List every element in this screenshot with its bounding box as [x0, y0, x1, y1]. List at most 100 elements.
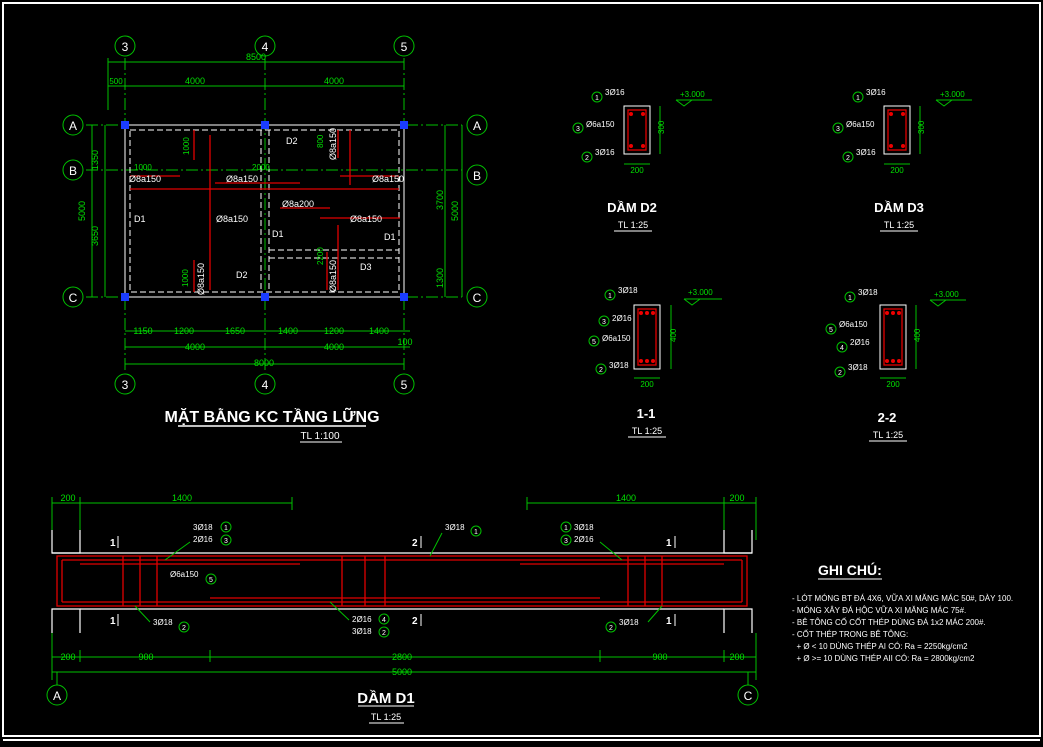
svg-text:3Ø18: 3Ø18 — [153, 618, 173, 627]
svg-text:C: C — [744, 689, 753, 703]
beam-label: D2 — [236, 270, 248, 280]
note-line: + Ø >= 10 DÙNG THÉP AII CÓ: Ra = 2800kg/… — [792, 654, 975, 663]
rebar-label: Ø8a150 — [196, 263, 206, 295]
section-d2-title: DẦM D2 — [607, 200, 657, 215]
section-2-2-elev: +3.000 — [934, 290, 959, 299]
svg-text:5000: 5000 — [392, 667, 412, 677]
svg-text:2: 2 — [382, 630, 386, 637]
section-d3: 1 3Ø16 3 Ø6a150 2 3Ø16 300 200 +3.000 DẦ… — [832, 88, 972, 232]
section-2-2-stirrup: Ø6a150 — [839, 320, 868, 329]
grid-bubble-B-right: B — [466, 164, 488, 186]
grid-bubble-C-left: C — [62, 286, 84, 308]
svg-text:200: 200 — [640, 380, 654, 389]
svg-text:1: 1 — [224, 525, 228, 532]
rebar-label: Ø8a150 — [328, 260, 338, 292]
cut-mark-1: 1 — [110, 538, 116, 549]
plan-scale: TL 1:100 — [300, 431, 340, 442]
svg-text:A: A — [53, 689, 61, 703]
svg-text:900: 900 — [652, 652, 667, 662]
cut-mark-1-right: 1 — [666, 538, 672, 549]
svg-text:B: B — [473, 169, 481, 183]
beam-label: D1 — [384, 232, 396, 242]
svg-text:A: A — [69, 119, 77, 133]
svg-text:C: C — [473, 291, 482, 305]
general-notes: GHI CHÚ: - LÓT MÓNG BT ĐÁ 4X6, VỮA XI MĂ… — [792, 561, 1013, 663]
svg-text:1400: 1400 — [616, 493, 636, 503]
grid-bubble-C-right: C — [466, 286, 488, 308]
svg-text:1: 1 — [564, 525, 568, 532]
dim-label: 1300 — [435, 268, 445, 288]
svg-text:3: 3 — [122, 378, 129, 392]
svg-text:200: 200 — [630, 166, 644, 175]
svg-text:5: 5 — [829, 327, 833, 334]
cut-mark-1: 1 — [110, 616, 116, 627]
section-2-2-top: 3Ø18 — [858, 288, 878, 297]
svg-text:3Ø18: 3Ø18 — [352, 627, 372, 636]
svg-text:A: A — [473, 119, 481, 133]
svg-text:2Ø16: 2Ø16 — [574, 535, 594, 544]
svg-text:4: 4 — [262, 378, 269, 392]
cut-mark-2: 2 — [412, 616, 418, 627]
section-d3-scale: TL 1:25 — [884, 220, 914, 230]
dim-label: 3650 — [90, 226, 100, 246]
rebar-label: Ø8a200 — [282, 199, 314, 209]
grid-bubble-A-left: A — [62, 114, 84, 136]
svg-text:2: 2 — [846, 155, 850, 162]
svg-text:Ø6a150: Ø6a150 — [170, 570, 199, 579]
grid-bubble-5-top: 5 — [393, 35, 415, 57]
svg-text:1: 1 — [856, 95, 860, 102]
svg-text:3Ø18: 3Ø18 — [193, 523, 213, 532]
section-d2: 1 3Ø16 3 Ø6a150 2 3Ø16 300 200 +3.000 DẦ… — [572, 88, 712, 232]
svg-text:2: 2 — [585, 155, 589, 162]
section-d3-title: DẦM D3 — [874, 200, 924, 215]
grid-bubble-B-left: B — [62, 159, 84, 181]
svg-text:3Ø18: 3Ø18 — [619, 618, 639, 627]
grid-bubble-A-right: A — [466, 114, 488, 136]
section-1-1-title: 1-1 — [637, 406, 656, 421]
svg-text:1400: 1400 — [172, 493, 192, 503]
dim-label: 3700 — [435, 190, 445, 210]
svg-text:200: 200 — [729, 493, 744, 503]
dim-label: 1000 — [181, 269, 190, 287]
plan-title: MẶT BẰNG KC TẦNG LỮNG — [164, 406, 379, 426]
svg-text:5: 5 — [401, 378, 408, 392]
section-2-2: 1 3Ø18 5 Ø6a150 4 2Ø16 2 3Ø18 400 200 +3… — [825, 288, 966, 442]
section-d2-stirrup: Ø6a150 — [586, 120, 615, 129]
notes-title: GHI CHÚ: — [818, 561, 882, 578]
beam-d1-elevation: 200 1400 1400 200 — [46, 493, 759, 724]
svg-text:3: 3 — [122, 40, 129, 54]
section-1-1-top: 3Ø18 — [618, 286, 638, 295]
section-1-1-mid: 2Ø16 — [612, 314, 632, 323]
beam-d1-title: DẦM D1 — [357, 690, 415, 707]
plan-view: 3 4 5 3 4 5 A B C A B C — [62, 35, 488, 443]
section-1-1: 1 3Ø18 3 2Ø16 5 Ø6a150 2 3Ø18 400 200 +3… — [588, 286, 722, 438]
section-d3-stirrup: Ø6a150 — [846, 120, 875, 129]
grid-bubble-3-top: 3 — [114, 35, 136, 57]
rebar-label: Ø8a150 — [129, 174, 161, 184]
note-line: - BÊ TÔNG CỐ CỐT THÉP DÙNG ĐÁ 1x2 MÁC 20… — [792, 617, 986, 627]
svg-text:2800: 2800 — [392, 652, 412, 662]
dim-total-top: 8500 — [246, 52, 266, 62]
grid-bubble-4-top: 4 — [254, 35, 276, 57]
dim-label: 4000 — [185, 76, 205, 86]
dim-label: 1350 — [90, 150, 100, 170]
svg-text:1: 1 — [474, 529, 478, 536]
section-2-2-scale: TL 1:25 — [873, 430, 903, 440]
section-d2-scale: TL 1:25 — [618, 220, 648, 230]
rebar-label: Ø8a150 — [372, 174, 404, 184]
section-1-1-stirrup: Ø6a150 — [602, 334, 631, 343]
svg-text:900: 900 — [138, 652, 153, 662]
svg-text:3: 3 — [836, 126, 840, 133]
rebar-label: Ø8a150 — [350, 214, 382, 224]
section-d3-top: 3Ø16 — [866, 88, 886, 97]
svg-text:2Ø16: 2Ø16 — [193, 535, 213, 544]
dim-label: 5000 — [450, 201, 460, 221]
beam-label: D3 — [360, 262, 372, 272]
svg-text:1: 1 — [595, 95, 599, 102]
svg-text:4: 4 — [262, 40, 269, 54]
grid-bubble-4-bottom: 4 — [254, 373, 276, 395]
svg-text:3: 3 — [564, 538, 568, 545]
dim-label: 1200 — [324, 326, 344, 336]
beam-d1-scale: TL 1:25 — [371, 712, 401, 722]
